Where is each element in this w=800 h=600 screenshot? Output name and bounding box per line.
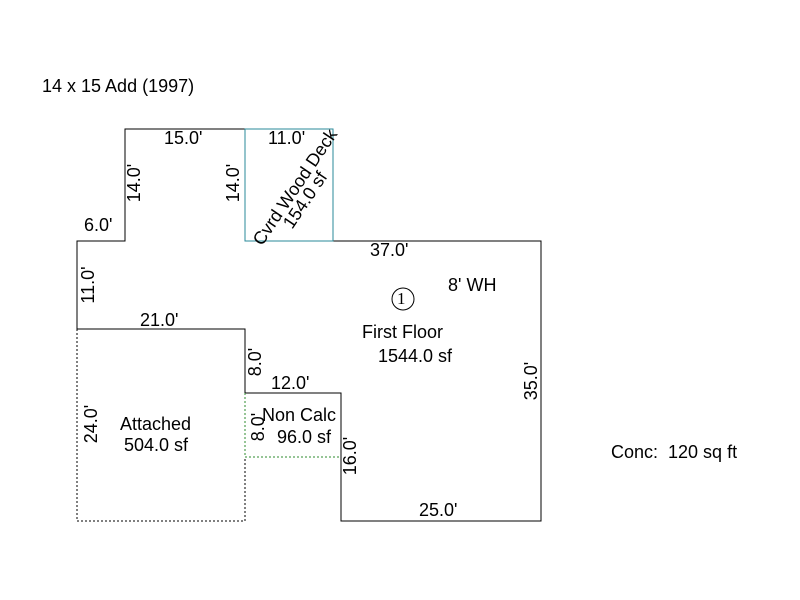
dim-step: 6.0' xyxy=(84,215,113,235)
dim-garage-top: 21.0' xyxy=(140,310,179,330)
marker-number: 1 xyxy=(397,289,406,308)
dim-bottom: 25.0' xyxy=(419,500,458,520)
first-floor-area: 1544.0 sf xyxy=(378,346,453,366)
dim-garage-left: 24.0' xyxy=(81,404,101,444)
first-floor-label: First Floor xyxy=(362,322,443,342)
non-calc-label: Non Calc xyxy=(262,405,337,425)
dim-deck-top: 11.0' xyxy=(268,128,306,148)
concrete-note: Conc: 120 sq ft xyxy=(611,442,738,462)
first-floor-note: 8' WH xyxy=(448,275,497,295)
dim-main-top: 37.0' xyxy=(370,240,409,260)
garage-area: 504.0 sf xyxy=(124,435,189,455)
dim-nc-top: 12.0' xyxy=(271,373,310,393)
garage-outline xyxy=(76,329,246,522)
page-title: 14 x 15 Add (1997) xyxy=(42,76,195,96)
dim-garage-right: 8.0' xyxy=(245,347,265,377)
non-calc-area: 96.0 sf xyxy=(277,427,332,447)
dim-nc-left: 8.0' xyxy=(248,412,268,442)
dim-top-left: 15.0' xyxy=(164,128,203,148)
dim-deck-left: 14.0' xyxy=(223,163,243,203)
area-marker-circle xyxy=(391,287,415,311)
dim-mid-left: 11.0' xyxy=(78,266,98,304)
dim-nc-right: 16.0' xyxy=(340,436,360,476)
dim-main-right: 35.0' xyxy=(521,361,541,401)
dim-left-upper: 14.0' xyxy=(124,163,144,203)
deck-outline xyxy=(244,128,334,242)
garage-label: Attached xyxy=(120,414,192,434)
